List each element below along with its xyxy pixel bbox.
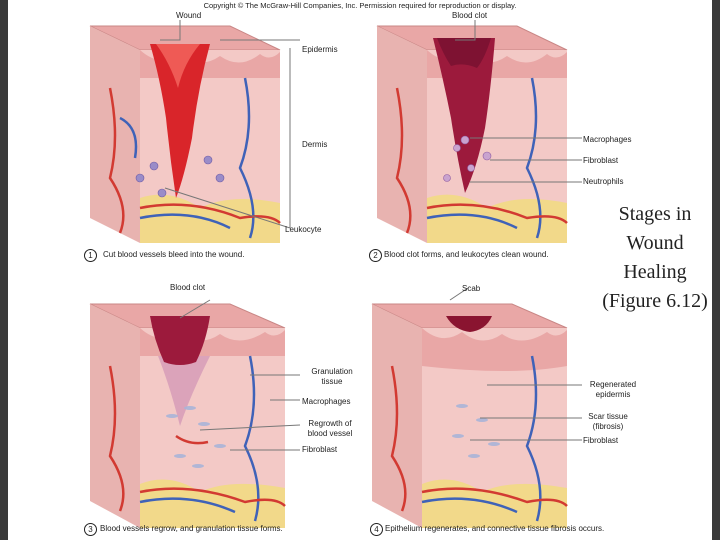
label-scab: Scab — [462, 284, 480, 294]
label-scar-tissue: Scar tissue (fibrosis) — [583, 412, 633, 432]
label-dermis: Dermis — [302, 140, 327, 150]
label-granulation-tissue: Granulation tissue — [302, 367, 362, 387]
label-blood-clot-2: Blood clot — [452, 11, 487, 21]
step-number-3: 3 — [84, 523, 97, 536]
label-neutrophils: Neutrophils — [583, 177, 623, 187]
label-regenerated-epidermis: Regenerated epidermis — [583, 380, 643, 400]
label-macrophages-3: Macrophages — [302, 397, 350, 407]
label-regrowth-of-blood-vessel: Regrowth of blood vessel — [300, 419, 360, 439]
step-number-2: 2 — [369, 249, 382, 262]
label-blood-clot-3: Blood clot — [170, 283, 205, 293]
label-macrophages-2: Macrophages — [583, 135, 631, 145]
caption-step-1: Cut blood vessels bleed into the wound. — [103, 250, 244, 260]
caption-step-2: Blood clot forms, and leukocytes clean w… — [384, 250, 549, 260]
step-number-4: 4 — [370, 523, 383, 536]
label-leukocyte: Leukocyte — [285, 225, 321, 235]
label-fibroblast-4: Fibroblast — [583, 436, 618, 446]
label-epidermis: Epidermis — [302, 45, 338, 55]
caption-step-4: Epithelium regenerates, and connective t… — [385, 524, 604, 534]
label-wound: Wound — [176, 11, 201, 21]
slide-title: Stages in Wound Healing (Figure 6.12) — [600, 200, 710, 316]
caption-step-3: Blood vessels regrow, and granulation ti… — [100, 524, 283, 534]
label-fibroblast-3: Fibroblast — [302, 445, 337, 455]
step-number-1: 1 — [84, 249, 97, 262]
label-fibroblast-2: Fibroblast — [583, 156, 618, 166]
